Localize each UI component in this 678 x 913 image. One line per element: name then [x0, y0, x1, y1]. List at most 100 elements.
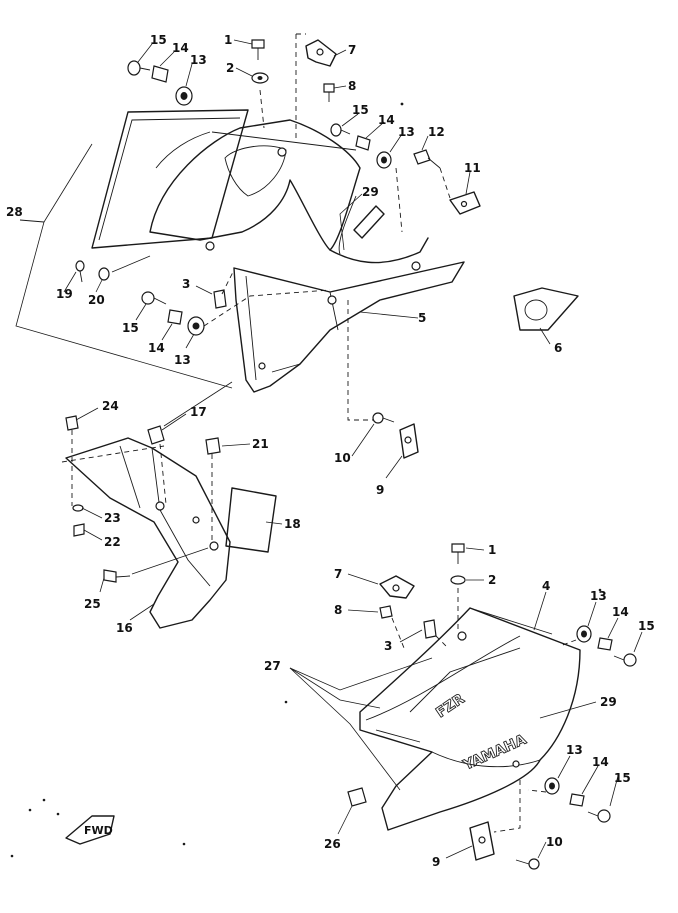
- callout-1-upper: 1: [224, 33, 232, 47]
- callout-15-lower-b: 15: [614, 771, 631, 785]
- bolt-part-15-top: [127, 60, 151, 76]
- screw-part-22: [73, 523, 85, 537]
- collar-part-14-mid: [167, 309, 183, 325]
- windscreen-panel-part-28: [15, 109, 249, 389]
- clip-part-21: [205, 437, 221, 455]
- callout-17: 17: [190, 405, 207, 419]
- collar-part-14-lower-b: [569, 793, 585, 807]
- callout-15-right: 15: [352, 103, 369, 117]
- callout-29-lower: 29: [600, 695, 617, 709]
- side-cowling-part-5: [233, 261, 465, 393]
- callout-14-top: 14: [172, 41, 189, 55]
- collar-part-14-top: [151, 65, 169, 83]
- callout-29-upper: 29: [362, 185, 379, 199]
- screw-part-1-lower: [451, 543, 465, 564]
- callout-18: 18: [284, 517, 301, 531]
- bolt-part-10-lower: [515, 858, 540, 870]
- clip-part-26: [347, 787, 367, 807]
- callout-10-upper: 10: [334, 451, 351, 465]
- clip-part-11: [449, 191, 481, 215]
- callout-19: 19: [56, 287, 73, 301]
- callout-7-lower: 7: [334, 567, 342, 581]
- lower-cowling-part-4: [359, 607, 581, 831]
- bracket-part-7-lower: [379, 575, 415, 599]
- yamaha-decal: YAMAHA: [460, 731, 530, 774]
- bolt-part-15-lower-a: [613, 653, 637, 667]
- clip-part-17: [147, 425, 165, 445]
- washer-part-23: [72, 504, 84, 512]
- callout-28: 28: [6, 205, 23, 219]
- callout-10-lower: 10: [546, 835, 563, 849]
- bolt-part-8-upper: [323, 83, 335, 102]
- screw-part-19: [75, 260, 85, 283]
- callout-3-upper: 3: [182, 277, 190, 291]
- bracket-part-9-lower: [469, 821, 495, 861]
- callout-13-mid: 13: [174, 353, 191, 367]
- callout-14-lower-b: 14: [592, 755, 609, 769]
- callout-9-lower: 9: [432, 855, 440, 869]
- callout-8-lower: 8: [334, 603, 342, 617]
- callout-26: 26: [324, 837, 341, 851]
- scan-speckles: [10, 102, 602, 858]
- callout-13-top: 13: [190, 53, 207, 67]
- nut-part-20: [98, 267, 110, 281]
- leader-lines: [63, 39, 643, 859]
- yamaha-decal-text: YAMAHA: [460, 732, 529, 774]
- callout-8-upper: 8: [348, 79, 356, 93]
- callout-4: 4: [542, 579, 550, 593]
- callout-23: 23: [104, 511, 121, 525]
- callout-3-lower: 3: [384, 639, 392, 653]
- callout-7-upper: 7: [348, 43, 356, 57]
- nut-part-3-upper: [213, 289, 227, 309]
- grommet-part-13-mid: [187, 316, 205, 336]
- callout-2-lower: 2: [488, 573, 496, 587]
- callout-24: 24: [102, 399, 119, 413]
- bracket-part-7-upper: [305, 39, 337, 67]
- panel-part-18-lower: [225, 487, 277, 553]
- collar-part-14-right: [355, 135, 371, 151]
- callout-13-right: 13: [398, 125, 415, 139]
- bolt-part-15-right: [330, 123, 351, 137]
- callout-27: 27: [264, 659, 281, 673]
- callout-14-right: 14: [378, 113, 395, 127]
- grommet-part-13-lower-b: [544, 777, 560, 795]
- callout-21: 21: [252, 437, 269, 451]
- callout-14-mid: 14: [148, 341, 165, 355]
- callout-22: 22: [104, 535, 121, 549]
- callout-12: 12: [428, 125, 445, 139]
- callout-1-lower: 1: [488, 543, 496, 557]
- fzr-decal-text: FZR: [433, 691, 467, 721]
- callout-20: 20: [88, 293, 105, 307]
- bolt-part-15-mid: [141, 291, 167, 305]
- callout-2-upper: 2: [226, 61, 234, 75]
- screw-part-24: [65, 415, 79, 431]
- bolt-part-15-lower-b: [587, 809, 611, 823]
- grommet-part-13-right: [376, 151, 392, 169]
- callout-5: 5: [418, 311, 426, 325]
- callout-15-top: 15: [150, 33, 167, 47]
- fwd-label: FWD: [84, 824, 113, 837]
- bolt-part-10-upper: [372, 412, 395, 424]
- screw-part-1-upper: [251, 39, 265, 60]
- nut-part-3-lower: [423, 619, 437, 639]
- collar-part-14-lower-a: [597, 637, 613, 651]
- fzr-decal: FZR: [433, 690, 468, 721]
- gasket-plate-part-6: [513, 287, 579, 331]
- upper-cowling-body: [149, 119, 429, 264]
- washer-part-2-lower: [450, 575, 466, 585]
- callout-13-lower-a: 13: [590, 589, 607, 603]
- callout-15-mid: 15: [122, 321, 139, 335]
- trim-strip-part-29-upper: [353, 205, 385, 239]
- callout-labels: 15 14 13 1 2 7 8 15 14 13 12 11 29 28 5 …: [6, 33, 655, 869]
- screw-part-25: [103, 569, 131, 583]
- callout-11: 11: [464, 161, 481, 175]
- callout-9-upper: 9: [376, 483, 384, 497]
- washer-part-2-upper: [251, 72, 269, 84]
- callout-6: 6: [554, 341, 562, 355]
- callout-13-lower-b: 13: [566, 743, 583, 757]
- callout-25: 25: [84, 597, 101, 611]
- fwd-arrow-icon: FWD: [65, 815, 115, 845]
- callout-15-lower-a: 15: [638, 619, 655, 633]
- bolt-part-12: [413, 149, 441, 169]
